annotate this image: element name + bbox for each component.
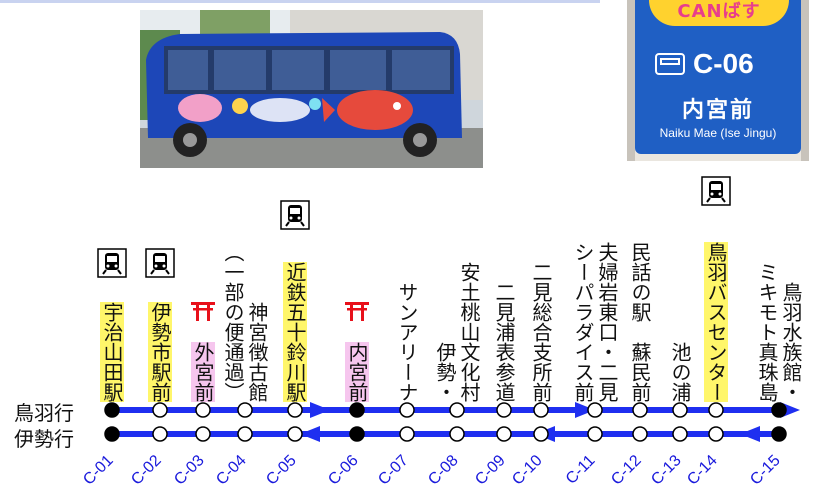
stop-name: 内宮前 [345,342,369,402]
direction-ise: 伊勢行 [14,427,74,451]
sign-pole [627,0,635,161]
sign-name-en: Naiku Mae (Ise Jingu) [659,126,777,140]
stop-marker [349,402,365,418]
stop-marker [632,426,648,442]
bus-icon [655,53,685,75]
stop-marker [672,402,688,418]
arrow-left-icon [300,426,320,442]
stop-name: サンアリーナ [395,282,419,402]
sign-code-row: C-06 [655,48,754,80]
stop-marker [152,402,168,418]
sign-logo-text: CANばす [677,1,761,22]
stop-marker [771,426,787,442]
stop-name: 神宮徴古館 [245,302,269,402]
stop-marker [672,426,688,442]
stop-name: 鳥羽水族館・ [779,282,803,402]
stop-marker [496,402,512,418]
stop-marker [632,402,648,418]
stop-name: 伊勢・ [433,342,457,402]
stop-name: 伊勢市駅前 [148,302,172,402]
stop-marker [104,426,120,442]
stop-marker [587,426,603,442]
stop-marker [708,426,724,442]
torii-icon [190,300,216,322]
torii-icon [344,300,370,322]
stop-name: 鳥羽バスセンター [704,242,728,402]
arrow-left-icon [740,426,760,442]
stop-marker [399,402,415,418]
stop-marker [496,426,512,442]
train-icon [145,248,175,278]
stop-name: 池の浦 [668,342,692,402]
stop-name: 二見総合支所前 [529,262,553,402]
top-divider [0,0,600,3]
stop-name: 民話の駅 蘇民前 [628,242,652,402]
train-icon [97,248,127,278]
stop-name: 安土桃山文化村 [457,262,481,402]
sign-logo: CANばす [649,0,789,26]
stop-marker [287,426,303,442]
stop-name: （一部の便通過） [221,242,245,402]
stop-marker [449,402,465,418]
stop-marker [195,402,211,418]
train-icon [280,200,310,230]
sign-pole [801,0,809,161]
stop-marker [287,402,303,418]
stop-name: 宇治山田駅 [100,302,124,402]
stop-marker [771,402,787,418]
stop-marker [152,426,168,442]
stop-name: 夫婦岩東口・二見 [595,242,619,402]
stop-marker [104,402,120,418]
stop-name: シーパラダイス前 [571,242,595,402]
sign-code: C-06 [693,48,754,79]
stop-name: 近鉄五十鈴川駅 [283,262,307,402]
stop-marker [237,402,253,418]
stop-marker [449,426,465,442]
stop-marker [349,426,365,442]
stop-marker [399,426,415,442]
stop-name: ミキモト真珠島 [755,262,779,402]
arrow-right-icon [310,402,330,418]
stop-marker [533,426,549,442]
direction-toba: 鳥羽行 [14,401,74,425]
stop-sign-photo: CANばす C-06 内宮前 Naiku Mae (Ise Jingu) [627,0,809,161]
sign-name-jp: 内宮前 [681,98,754,123]
stop-marker [708,402,724,418]
arrow-right-icon [575,402,595,418]
stop-name: 外宮前 [191,342,215,402]
stop-name: 二見浦表参道 [492,282,516,402]
stop-marker [533,402,549,418]
stop-marker [237,426,253,442]
stop-marker [587,402,603,418]
train-icon [701,176,731,206]
stop-marker [195,426,211,442]
bus-photo [140,10,483,168]
